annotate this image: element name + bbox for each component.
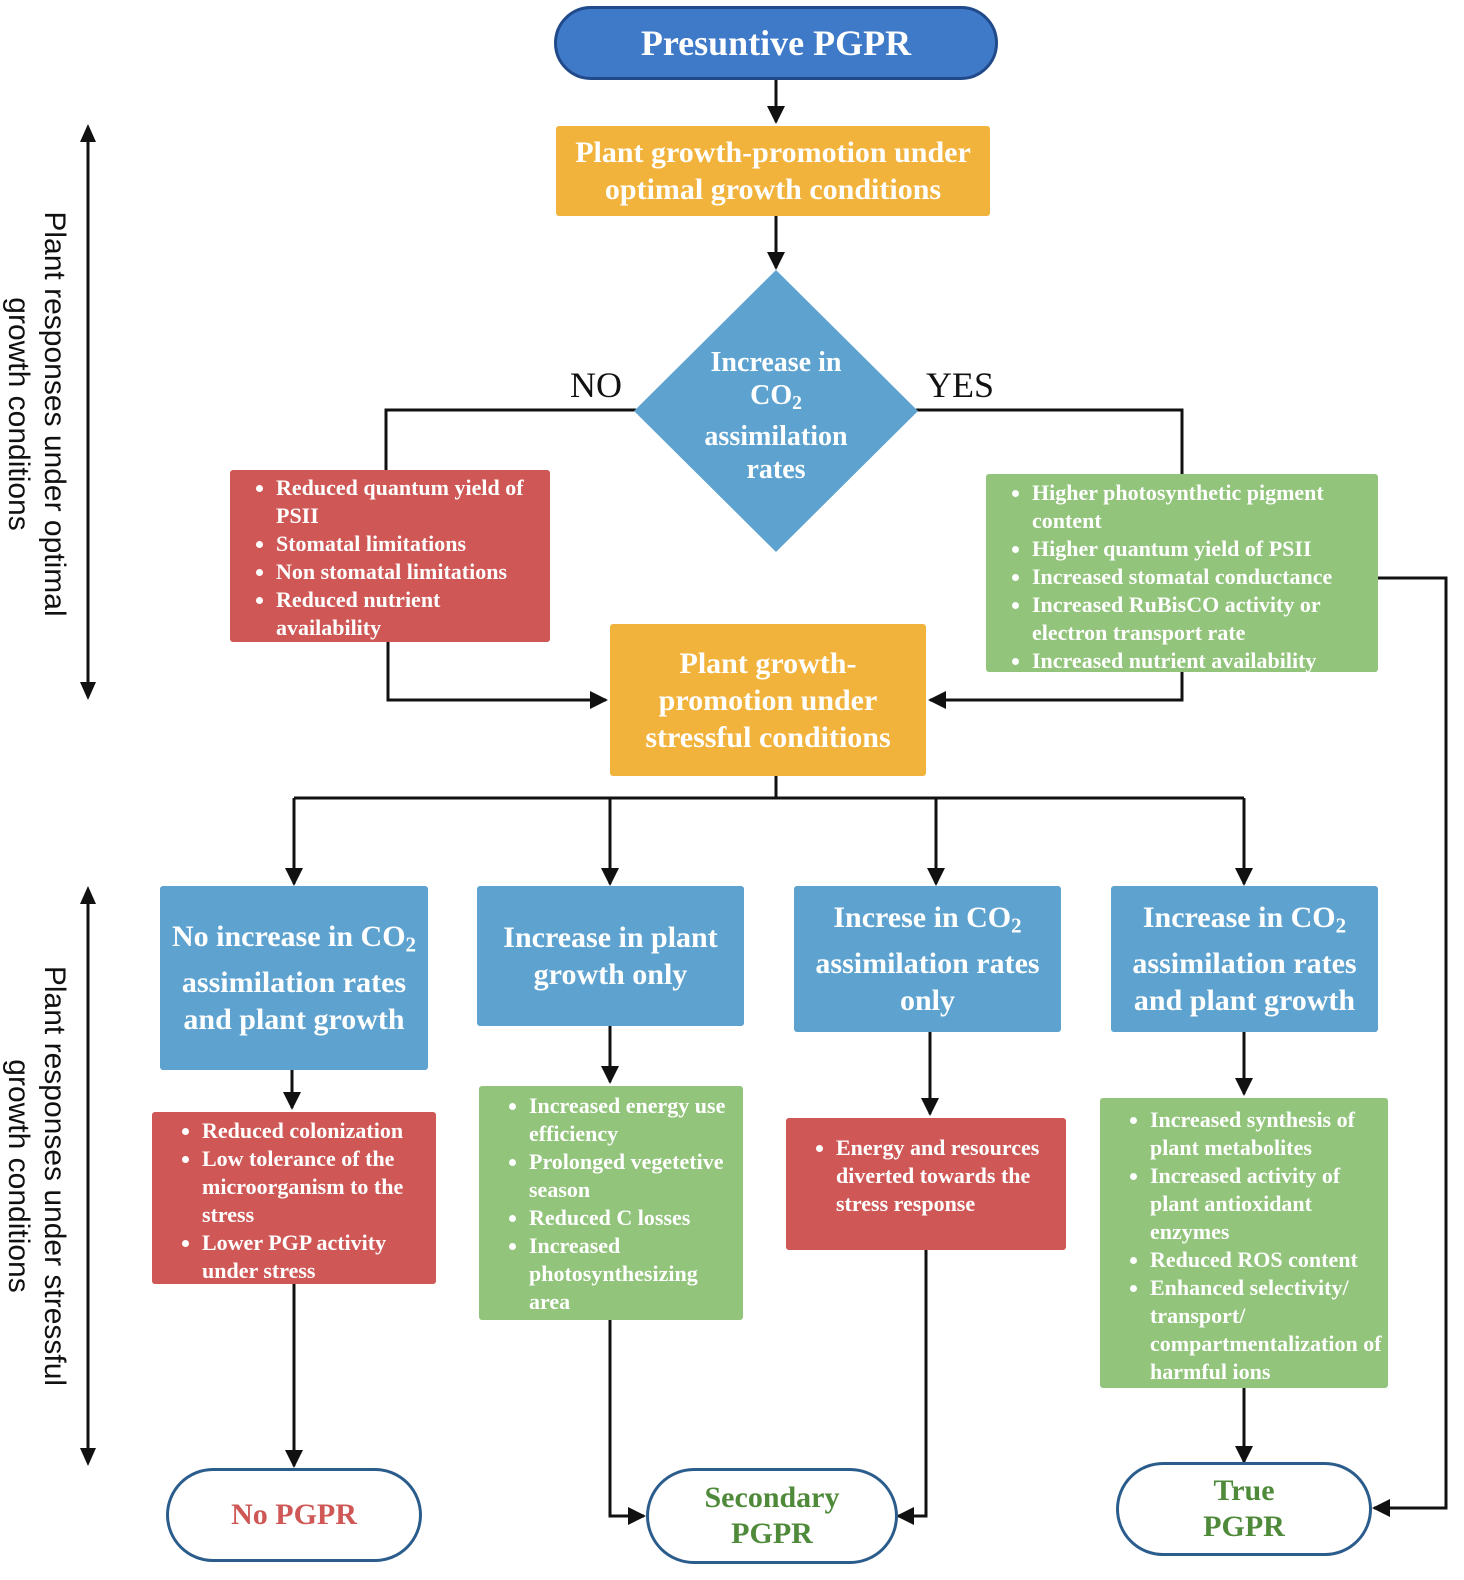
details-growth-only: Increased energy use efficiency Prolonge…	[479, 1086, 743, 1320]
outcome-line: growth only	[533, 958, 688, 991]
outcome-line: and plant growth	[1133, 983, 1356, 1017]
stress-line-2: promotion under	[658, 683, 878, 717]
decision-line-1: Increase in	[710, 347, 842, 378]
list-item: Reduced C losses	[529, 1204, 743, 1232]
list-item: Increased activity of plant antioxidant …	[1150, 1162, 1388, 1246]
outcome-line: only	[899, 983, 956, 1017]
box-yes-effects: Higher photosynthetic pigment content Hi…	[986, 474, 1378, 675]
yes-label: YES	[926, 365, 995, 405]
decision-line-2: CO2	[676, 379, 876, 420]
stress-line-3: stressful conditions	[645, 720, 891, 754]
list-item: Higher photosynthetic pigment content	[1032, 479, 1378, 535]
list-item: Low tolerance of the microorganism to th…	[202, 1145, 436, 1229]
details-co2-only-list: Energy and resources diverted towards th…	[786, 1134, 1066, 1218]
result-no-pgpr: No PGPR	[166, 1468, 422, 1562]
side-label-stressful-line-1: Plant responses under stressful	[38, 965, 71, 1387]
decision-sub: 2	[792, 392, 802, 414]
no-effects-list: Reduced quantum yield of PSII Stomatal l…	[230, 474, 550, 642]
outcome-no-increase: No increase in CO2 assimilation rates an…	[160, 886, 428, 1070]
stress-line-1: Plant growth-	[679, 646, 857, 680]
result-secondary-pgpr: Secondary PGPR	[646, 1468, 898, 1564]
decision-line-3: assimilation	[704, 420, 848, 452]
decision-co: CO	[750, 380, 793, 411]
details-growth-only-list: Increased energy use efficiency Prolonge…	[479, 1092, 743, 1316]
list-item: Increased stomatal conductance	[1032, 563, 1378, 591]
outcome-line: Increse in CO2	[833, 901, 1022, 938]
side-label-stressful-line-2: growth conditions	[2, 1059, 35, 1293]
list-item: Increased energy use efficiency	[529, 1092, 743, 1148]
list-item: Non stomatal limitations	[276, 558, 550, 586]
list-item: Energy and resources diverted towards th…	[836, 1134, 1066, 1218]
decision-line-4: rates	[746, 453, 806, 485]
decision-text: Increase in CO2 assimilation rates	[676, 346, 876, 486]
list-item: Increased nutrient availability	[1032, 647, 1378, 675]
list-item: Increased synthesis of plant metabolites	[1150, 1106, 1388, 1162]
list-item: Lower PGP activity under stress	[202, 1229, 436, 1285]
list-item: Reduced quantum yield of PSII	[276, 474, 550, 530]
result-secondary-line-2: PGPR	[731, 1517, 813, 1550]
decision-diamond	[634, 270, 918, 552]
list-item: Increased RuBisCO activity or electron t…	[1032, 591, 1378, 647]
outcome-growth-only: Increase in plant growth only	[477, 886, 744, 1026]
start-presuntive-pgpr: Presuntive PGPR	[554, 6, 998, 80]
list-item: Prolonged vegetetive season	[529, 1148, 743, 1204]
yes-effects-list: Higher photosynthetic pigment content Hi…	[986, 479, 1378, 675]
list-item: Increased photosynthesizing area	[529, 1232, 743, 1316]
side-label-optimal: Plant responses under optimal growth con…	[0, 134, 72, 694]
result-secondary-line-1: Secondary	[704, 1481, 840, 1514]
side-label-stressful: Plant responses under stressful growth c…	[0, 896, 72, 1456]
outcome-co2-and-growth: Increase in CO2 assimilation rates and p…	[1111, 886, 1378, 1032]
box-no-effects: Reduced quantum yield of PSII Stomatal l…	[230, 470, 550, 642]
result-true-line-2: PGPR	[1203, 1510, 1285, 1543]
outcome-line: Increase in plant	[503, 921, 718, 954]
details-no-increase: Reduced colonization Low tolerance of th…	[152, 1112, 436, 1284]
list-item: Reduced colonization	[202, 1117, 436, 1145]
no-label: NO	[570, 365, 622, 405]
result-true-pgpr: True PGPR	[1116, 1462, 1372, 1556]
side-label-optimal-line-1: Plant responses under optimal	[38, 211, 71, 617]
optimal-line-1: Plant growth-promotion under	[575, 136, 971, 169]
side-label-optimal-line-2: growth conditions	[2, 297, 35, 531]
list-item: Higher quantum yield of PSII	[1032, 535, 1378, 563]
details-no-increase-list: Reduced colonization Low tolerance of th…	[152, 1117, 436, 1285]
list-item: Stomatal limitations	[276, 530, 550, 558]
details-co2-and-growth: Increased synthesis of plant metabolites…	[1100, 1098, 1388, 1388]
outcome-line: and plant growth	[183, 1002, 405, 1036]
list-item: Reduced nutrient availability	[276, 586, 550, 642]
outcome-co2-only: Increse in CO2 assimilation rates only	[794, 886, 1061, 1032]
optimal-line-2: optimal growth conditions	[604, 173, 942, 206]
outcome-line: assimilation rates	[181, 965, 407, 999]
result-no-pgpr-label: No PGPR	[231, 1498, 357, 1531]
outcome-line: assimilation rates	[1132, 946, 1357, 980]
details-co2-only: Energy and resources diverted towards th…	[786, 1118, 1066, 1250]
outcome-line: assimilation rates	[815, 946, 1040, 980]
list-item: Enhanced selectivity/ transport/ compart…	[1150, 1274, 1388, 1386]
outcome-line: Increase in CO2	[1142, 901, 1347, 938]
result-true-line-1: True	[1213, 1474, 1275, 1507]
details-co2-and-growth-list: Increased synthesis of plant metabolites…	[1100, 1106, 1388, 1386]
outcome-line: No increase in CO2	[171, 920, 417, 957]
box-stressful-conditions: Plant growth- promotion under stressful …	[610, 624, 926, 776]
list-item: Reduced ROS content	[1150, 1246, 1388, 1274]
box-optimal-conditions: Plant growth-promotion under optimal gro…	[556, 126, 990, 216]
